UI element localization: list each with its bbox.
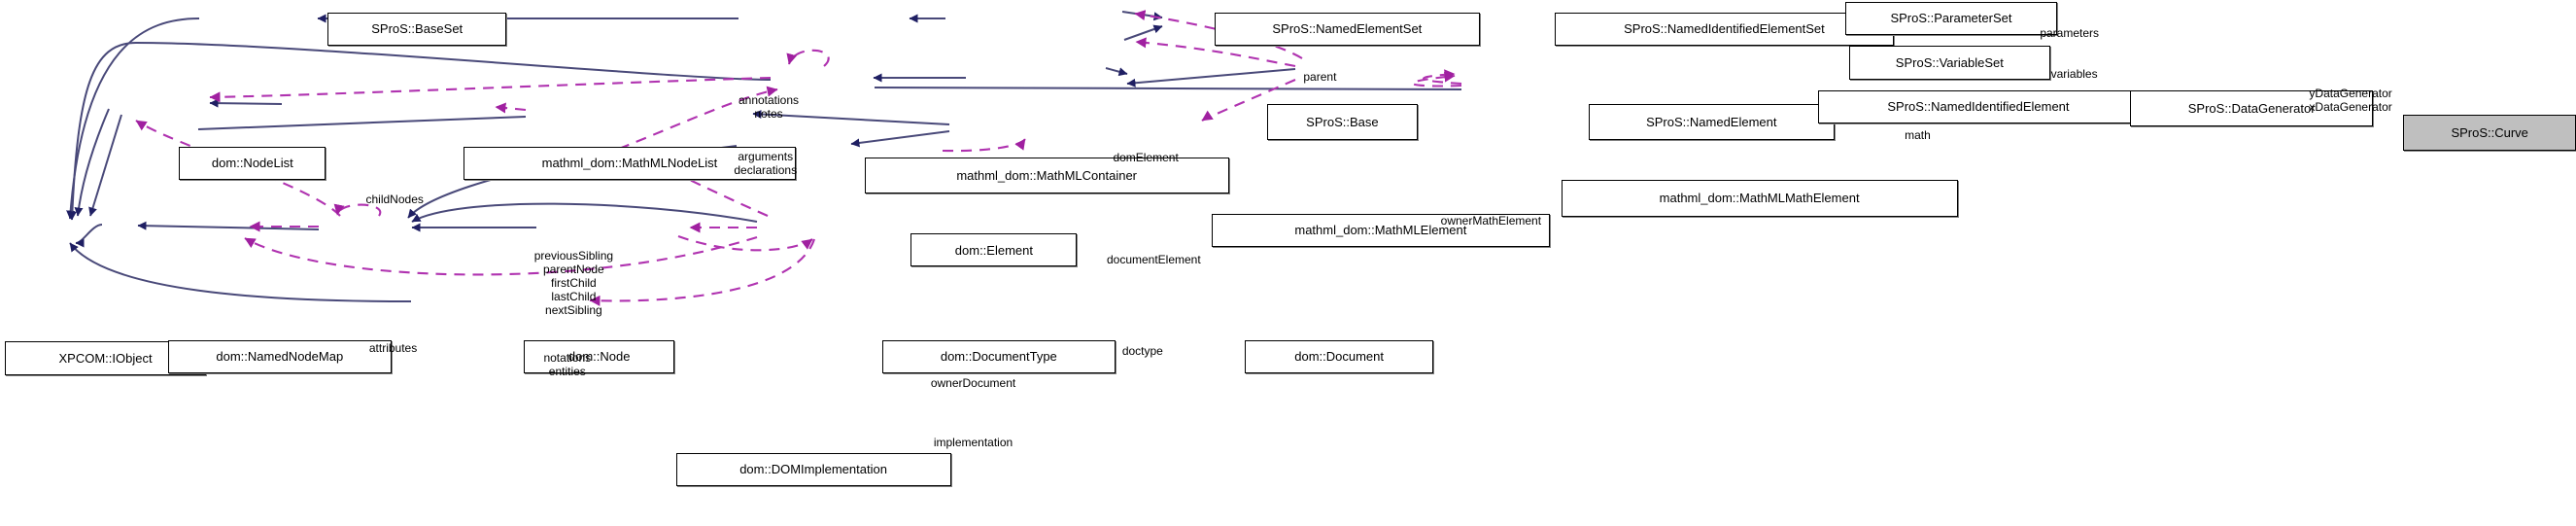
edge-datagenerator-namedelement [1126,68,1296,88]
edge-mmlmath-mmlcontainer [752,109,950,125]
edge-label-lbl-arguments: arguments declarations [734,149,798,177]
edge-mmlnodelist-nodelist [209,98,283,108]
edge-label-lbl-parent: parent [1303,70,1337,85]
class-node-spros_namedelementset[interactable]: SProS::NamedElementSet [1214,12,1480,47]
edge-document-node [411,202,758,223]
class-node-spros_nies[interactable]: SProS::NamedIdentifiedElementSet [1555,12,1894,47]
edge-node-iobject [137,221,320,230]
edge-label-lbl-implementation: implementation [933,436,1013,450]
class-node-spros_baseset[interactable]: SProS::BaseSet [327,12,507,47]
edge-datagenerator-variableset-variables [1135,37,1296,68]
class-node-dom_nodelist[interactable]: dom::NodeList [179,146,326,181]
class-node-spros_datagenerator[interactable]: SProS::DataGenerator [2130,89,2374,127]
edge-domimpl-iobject [69,242,412,302]
class-node-dom_node[interactable]: dom::Node [524,339,674,374]
edge-nodelist-iobject [88,114,122,217]
class-node-mml_container[interactable]: mathml_dom::MathMLContainer [864,157,1229,194]
edge-label-lbl-datagen: yDataGenerator xDataGenerator [2309,87,2392,115]
edge-label-lbl-domelement: domElement [1113,151,1179,165]
class-node-dom_namednodemap[interactable]: dom::NamedNodeMap [167,339,392,374]
edge-label-lbl-childnodes: childNodes [365,192,424,206]
edge-documenttype-document-ownerdocument [677,235,813,252]
class-node-dom_documenttype[interactable]: dom::DocumentType [881,339,1116,374]
class-node-spros_base[interactable]: SProS::Base [1267,103,1418,141]
edge-element-base-domelement [618,86,778,150]
edge-base-parent-self [786,49,830,67]
class-node-mml_element[interactable]: mathml_dom::MathMLElement [1211,213,1551,248]
edge-baseset-iobject [66,18,200,220]
class-node-mml_nodelist[interactable]: mathml_dom::MathMLNodeList [463,146,796,181]
edge-document-namednodemap-notations [244,235,758,276]
edge-label-lbl-ownermath: ownerMathElement [1440,213,1542,228]
edge-label-lbl-notations: notations entities [543,350,592,378]
class-node-dom_domimpl[interactable]: dom::DOMImplementation [675,452,951,487]
edge-mmlmath-mmlelement [850,130,950,148]
edge-mmlmath-datagenerator-math [1201,79,1296,122]
edge-document-domimpl-implementation [589,238,815,306]
class-node-dom_document[interactable]: dom::Document [1245,339,1434,374]
class-node-mml_mathelement[interactable]: mathml_dom::MathMLMathElement [1561,180,1958,217]
class-node-spros_parameterset[interactable]: SProS::ParameterSet [1845,1,2057,36]
class-node-spros_curve[interactable]: SProS::Curve [2403,114,2576,152]
edge-base-iobject [67,41,772,221]
edge-variableset-nies [1123,24,1163,41]
edge-mmlcontainer-mmlnodelist-args [495,102,527,114]
edge-curve-rail [874,87,1462,90]
edge-node-self-siblings [333,203,382,217]
edge-nodelist-iobject-2 [74,108,110,217]
edge-label-lbl-siblings: previousSibling parentNode firstChild la… [533,248,614,317]
edge-base-nodelist-annotations [209,76,772,103]
edge-curve-datagenerator [1411,69,1462,88]
edge-label-lbl-variables: variables [2050,66,2098,81]
edge-label-lbl-ownerdoc: ownerDocument [930,376,1016,391]
edge-label-lbl-attributes: attributes [368,341,418,356]
edge-label-lbl-annotations: annotations notes [738,92,800,121]
class-node-spros_nie[interactable]: SProS::NamedIdentifiedElement [1818,89,2139,123]
edge-label-lbl-doctype: doctype [1121,344,1163,359]
class-node-spros_namedelement[interactable]: SProS::NamedElement [1588,103,1835,141]
edge-label-lbl-math: math [1905,127,1931,142]
edge-label-lbl-parameters: parameters [2040,25,2100,40]
edge-nie-namedelement [1105,67,1128,77]
class-node-spros_variableset[interactable]: SProS::VariableSet [1848,46,2050,80]
edge-namednodemap-iobject [75,224,103,248]
edge-mmlcontainer-element [197,116,527,130]
class-node-dom_element[interactable]: dom::Element [910,232,1078,267]
edge-mmlelement-mmlmath-ownermath [942,138,1026,153]
edge-label-lbl-documentelem: documentElement [1106,253,1201,267]
